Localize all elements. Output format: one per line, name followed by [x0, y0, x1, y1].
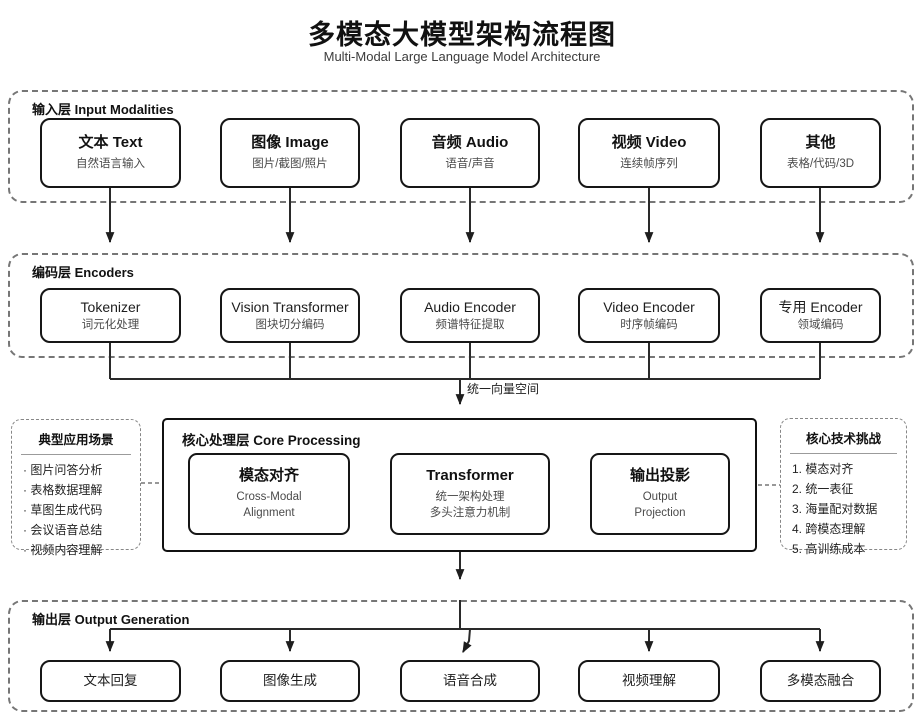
node-title: 专用 Encoder [778, 298, 863, 315]
node-title: 多模态融合 [786, 672, 855, 688]
node-title: Video Encoder [603, 298, 695, 315]
node-subtitle: 表格/代码/3D [786, 158, 855, 171]
node-subtitle: 图块切分编码 [255, 318, 325, 331]
node-subtitle: 图片/截图/照片 [252, 158, 328, 171]
node-input-audio: 音频 Audio 语音/声音 [400, 118, 540, 188]
list-item: · 会议语音总结 [23, 523, 103, 537]
input-layer-container: 输入层 Input Modalities [8, 90, 914, 203]
unified-vector-space-label: 统一向量空间 [467, 382, 540, 396]
list-item: · 图片问答分析 [23, 463, 103, 477]
list-item: · 视频内容理解 [23, 543, 103, 557]
node-input-text: 文本 Text 自然语言输入 [40, 118, 181, 188]
node-subtitle-line: Alignment [243, 507, 295, 520]
output-layer-container: 输出层 Output Generation [8, 600, 914, 712]
node-output-multimodal-fusion: 多模态融合 [760, 660, 881, 702]
node-modal-alignment: 模态对齐 Cross-Modal Alignment [188, 453, 350, 535]
node-output-projection: 输出投影 Output Projection [590, 453, 730, 535]
node-output-image-generation: 图像生成 [220, 660, 360, 702]
node-subtitle: 领域编码 [797, 318, 844, 331]
node-title: Tokenizer [80, 298, 141, 315]
node-title: 输出投影 [629, 467, 690, 485]
node-title: 视频理解 [622, 672, 676, 688]
node-subtitle: 词元化处理 [81, 318, 140, 331]
encoder-layer-label: 编码层 Encoders [32, 265, 134, 280]
node-output-speech-synthesis: 语音合成 [400, 660, 540, 702]
node-title: 其他 [805, 134, 836, 152]
node-encoder-special: 专用 Encoder 领域编码 [760, 288, 881, 343]
panel-divider [21, 454, 131, 455]
node-subtitle-line: Output [642, 491, 678, 504]
node-subtitle: 语音/声音 [445, 158, 495, 171]
node-subtitle-line: 统一架构处理 [435, 491, 505, 504]
list-item: 4. 跨模态理解 [792, 522, 866, 536]
node-encoder-video: Video Encoder 时序帧编码 [578, 288, 720, 343]
encoder-layer-container: 编码层 Encoders [8, 253, 914, 358]
list-item: 3. 海量配对数据 [792, 502, 878, 516]
node-subtitle-line: Projection [634, 507, 686, 520]
node-title: Vision Transformer [231, 298, 349, 315]
node-input-video: 视频 Video 连续帧序列 [578, 118, 720, 188]
applications-list: · 图片问答分析 · 表格数据理解 · 草图生成代码 · 会议语音总结 · 视频… [12, 460, 140, 560]
node-title: Transformer [426, 467, 514, 485]
input-layer-label: 输入层 Input Modalities [32, 102, 174, 117]
node-title: 文本回复 [83, 672, 138, 688]
node-title: 模态对齐 [238, 467, 299, 485]
node-subtitle: 连续帧序列 [620, 158, 678, 171]
node-subtitle: 频谱特征提取 [435, 318, 505, 331]
list-item: · 表格数据理解 [23, 483, 103, 497]
node-output-video-understanding: 视频理解 [578, 660, 720, 702]
node-subtitle-line: Cross-Modal [236, 491, 302, 504]
node-title: 音频 Audio [431, 134, 509, 152]
list-item: · 草图生成代码 [23, 503, 103, 517]
challenges-panel: 核心技术挑战 1. 模态对齐 2. 统一表征 3. 海量配对数据 4. 跨模态理… [780, 418, 907, 556]
node-subtitle: 自然语言输入 [76, 158, 145, 171]
node-title: 图像 Image [251, 134, 329, 152]
core-processing-label: 核心处理层 Core Processing [182, 433, 361, 448]
node-title: 文本 Text [78, 134, 143, 152]
node-transformer: Transformer 统一架构处理 多头注意力机制 [390, 453, 550, 535]
node-encoder-tokenizer: Tokenizer 词元化处理 [40, 288, 181, 343]
applications-panel-title: 典型应用场景 [38, 433, 114, 447]
output-layer-label: 输出层 Output Generation [32, 612, 190, 627]
list-item: 1. 模态对齐 [792, 462, 854, 476]
challenges-panel-title: 核心技术挑战 [805, 432, 881, 446]
node-title: 语音合成 [443, 672, 497, 688]
node-input-other: 其他 表格/代码/3D [760, 118, 881, 188]
node-subtitle: 时序帧编码 [620, 318, 678, 331]
node-title: 视频 Video [611, 134, 687, 152]
diagram-subtitle: Multi-Modal Large Language Model Archite… [323, 49, 601, 64]
challenges-list: 1. 模态对齐 2. 统一表征 3. 海量配对数据 4. 跨模态理解 5. 高训… [781, 459, 906, 559]
panel-divider [790, 453, 897, 454]
applications-panel: 典型应用场景 · 图片问答分析 · 表格数据理解 · 草图生成代码 · 会议语音… [11, 419, 141, 557]
node-title: Audio Encoder [424, 298, 516, 315]
list-item: 2. 统一表征 [792, 482, 854, 496]
node-encoder-audio: Audio Encoder 频谱特征提取 [400, 288, 540, 343]
diagram-title: 多模态大模型架构流程图 [308, 20, 616, 50]
node-encoder-vision-transformer: Vision Transformer 图块切分编码 [220, 288, 360, 343]
node-subtitle-line: 多头注意力机制 [429, 507, 511, 520]
node-output-text-reply: 文本回复 [40, 660, 181, 702]
node-title: 图像生成 [263, 672, 317, 688]
list-item: 5. 高训练成本 [792, 542, 866, 556]
node-input-image: 图像 Image 图片/截图/照片 [220, 118, 360, 188]
